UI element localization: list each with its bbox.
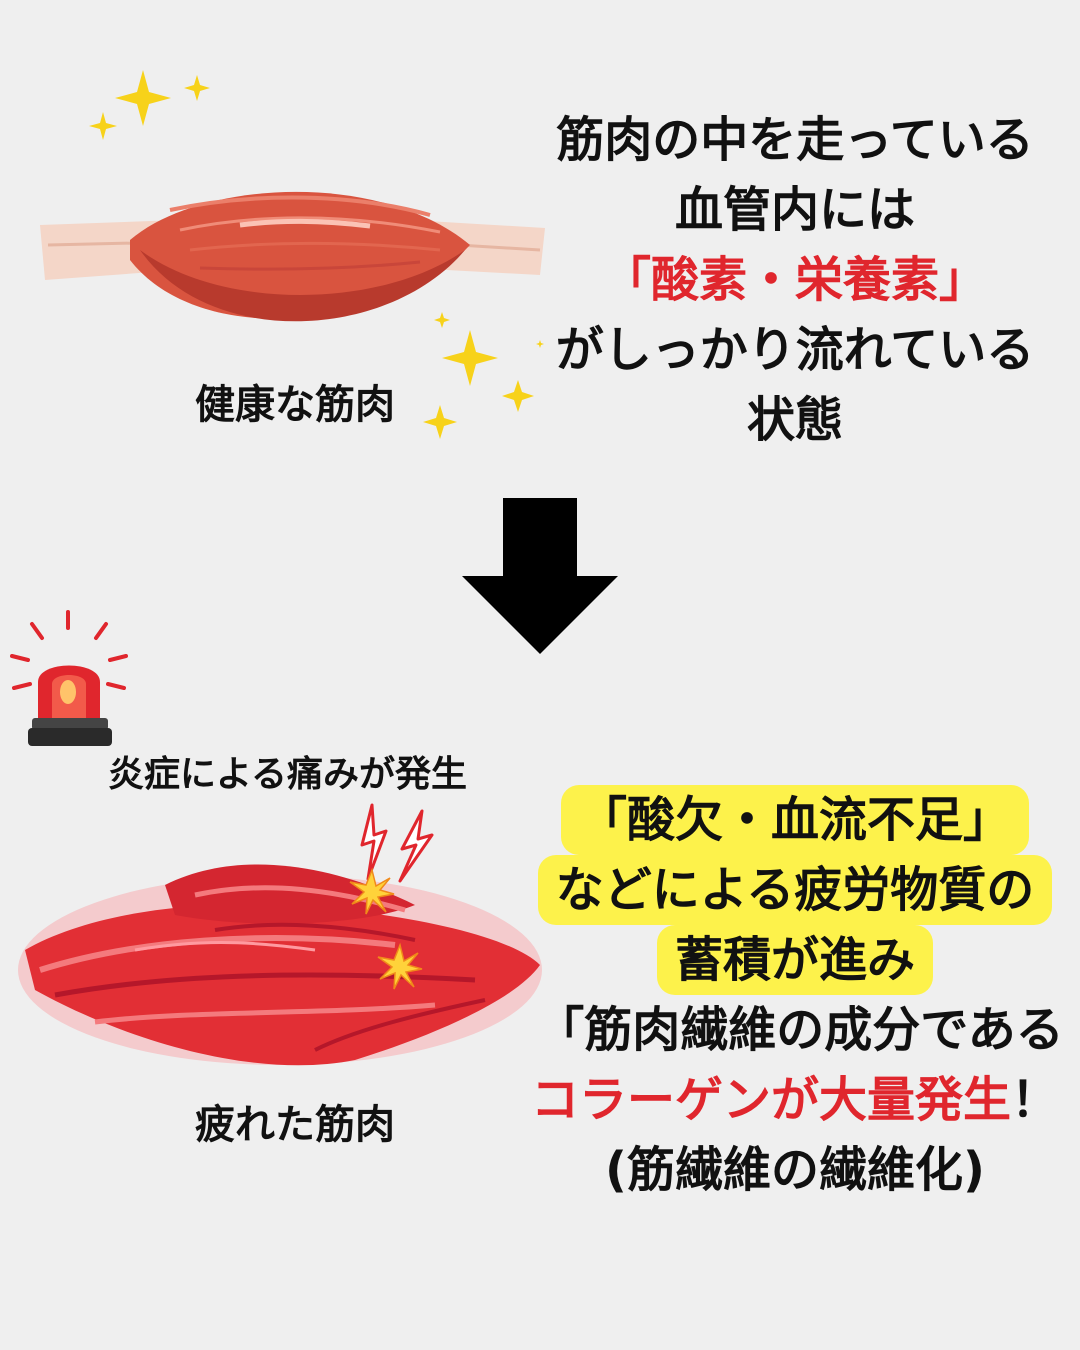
highlight-line-2-wrap: などによる疲労物質の <box>520 855 1070 925</box>
lightning-icon <box>360 803 440 885</box>
pain-burst-icon <box>349 867 395 915</box>
collagen-text: コラーゲンが大量発生 <box>530 1072 1011 1128</box>
highlight-line-3-wrap: 蓄積が進み <box>520 925 1070 995</box>
fatigue-substance-text: などによる疲労物質の <box>537 855 1053 925</box>
accumulation-text: 蓄積が進み <box>656 925 933 995</box>
healthy-line-2: 血管内には <box>674 182 915 238</box>
sparkle-icon <box>415 310 550 450</box>
tired-muscle-image <box>15 800 545 1090</box>
down-arrow-icon <box>462 498 618 656</box>
healthy-muscle-image <box>40 150 550 360</box>
highlight-line-1-wrap: 「酸欠・血流不足」 <box>520 785 1070 855</box>
healthy-line-5: 状態 <box>746 392 843 448</box>
healthy-muscle-caption: 健康な筋肉 <box>195 382 395 428</box>
oxygen-nutrients-text: 「酸素・栄養素」 <box>602 252 987 308</box>
siren-icon <box>10 610 130 750</box>
inflammation-warning-text: 炎症による痛みが発生 <box>108 754 467 795</box>
collagen-line: コラーゲンが大量発生！ <box>515 1065 1075 1135</box>
tired-muscle-caption: 疲れた筋肉 <box>195 1102 395 1148</box>
exclamation-text: ！ <box>1011 1072 1060 1128</box>
healthy-line-4: がしっかり流れている <box>555 322 1035 378</box>
pain-burst-icon <box>377 942 423 990</box>
sparkle-icon <box>85 70 225 150</box>
healthy-line-1: 筋肉の中を走っている <box>556 112 1034 168</box>
oxygen-deficit-text: 「酸欠・血流不足」 <box>560 785 1029 855</box>
fiber-component-text: 「筋肉繊維の成分である <box>536 1002 1064 1058</box>
fibrosis-text: (筋繊維の繊維化) <box>605 1142 985 1198</box>
